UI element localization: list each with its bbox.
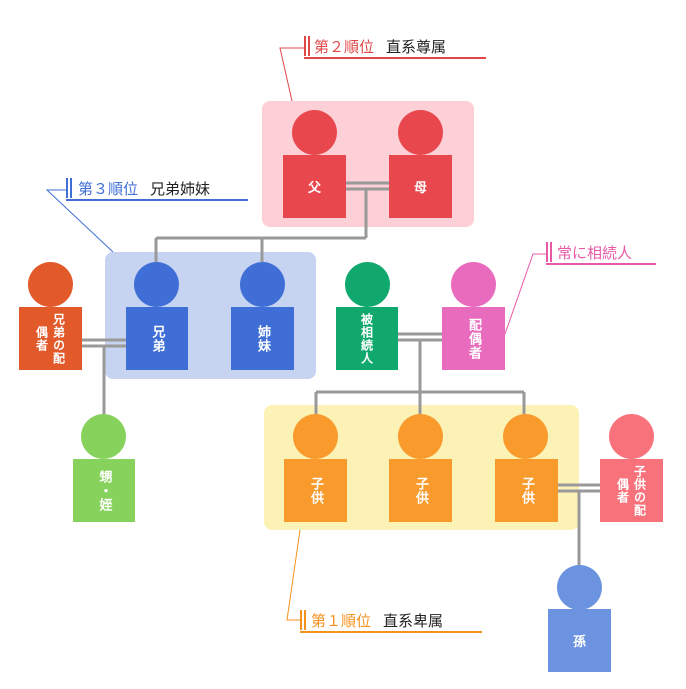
sibling-spouse-body: 兄弟の配偶者 <box>19 307 82 370</box>
spouse-head <box>451 262 496 307</box>
child-label-1: 子供 <box>308 476 323 505</box>
rank3-accent-bar <box>66 178 68 198</box>
child-spouse-label: 子供の配偶者 <box>615 464 647 517</box>
rank1-accent-bar-2 <box>304 610 306 630</box>
rank2-accent-bar <box>304 36 306 56</box>
child-spouse-head <box>609 414 654 459</box>
rank1-accent-bar <box>300 610 302 630</box>
spouse-underline <box>546 263 656 265</box>
niece-nephew-body: 甥・姪 <box>73 459 135 522</box>
rank1-label: 第１順位直系卑属 <box>311 610 443 631</box>
father-body: 父 <box>283 155 346 218</box>
grandchild-head <box>557 565 602 610</box>
deceased-body: 被相続人 <box>336 307 398 370</box>
niece-nephew-label: 甥・姪 <box>96 469 112 512</box>
brother-head <box>134 262 179 307</box>
child-head-2 <box>398 414 443 459</box>
mother-label: 母 <box>413 181 427 196</box>
rank2-rank: 第２順位 <box>314 38 375 56</box>
rank3-underline <box>66 199 248 201</box>
rank2-accent-bar-2 <box>308 36 310 56</box>
rank2-label: 第２順位直系尊属 <box>314 36 446 57</box>
rank2-desc: 直系尊属 <box>386 38 447 56</box>
rank3-desc: 兄弟姉妹 <box>150 180 211 198</box>
rank3-accent-bar-2 <box>70 178 72 198</box>
rank2-underline <box>304 57 486 59</box>
spouse-accent-bar <box>546 242 548 262</box>
child-body-1: 子供 <box>284 459 347 522</box>
grandchild-label: 孫 <box>572 635 586 650</box>
father-head <box>292 110 337 155</box>
sibling-spouse-label: 兄弟の配偶者 <box>34 312 66 365</box>
brother-label: 兄弟 <box>149 324 165 353</box>
rank1-underline <box>300 631 482 633</box>
mother-head <box>398 110 443 155</box>
child-label-3: 子供 <box>519 476 534 505</box>
sister-label: 姉妹 <box>255 324 270 353</box>
sibling-spouse-head <box>28 262 73 307</box>
spouse-body: 配偶者 <box>442 307 505 370</box>
rank1-rank: 第１順位 <box>311 612 372 630</box>
mother-body: 母 <box>389 155 452 218</box>
deceased-label: 被相続人 <box>359 312 374 365</box>
grandchild-body: 孫 <box>548 609 611 672</box>
deceased-head <box>345 262 390 307</box>
spouse-rank: 常に相続人 <box>557 244 633 262</box>
sister-body: 姉妹 <box>231 307 294 370</box>
rank3-label: 第３順位兄弟姉妹 <box>78 178 210 199</box>
rank3-rank: 第３順位 <box>78 180 139 198</box>
child-label-2: 子供 <box>413 476 428 505</box>
child-body-2: 子供 <box>389 459 452 522</box>
spouse-accent-bar-2 <box>550 242 552 262</box>
niece-nephew-head <box>81 414 126 459</box>
spouse-callout-label: 常に相続人 <box>557 242 632 263</box>
child-spouse-body: 子供の配偶者 <box>600 459 663 522</box>
child-head-3 <box>503 414 548 459</box>
rank1-desc: 直系卑属 <box>383 612 444 630</box>
spouse-label: 配偶者 <box>466 317 481 360</box>
father-label: 父 <box>307 181 321 196</box>
child-head-1 <box>293 414 338 459</box>
sister-head <box>240 262 285 307</box>
brother-body: 兄弟 <box>126 307 188 370</box>
child-body-3: 子供 <box>495 459 558 522</box>
